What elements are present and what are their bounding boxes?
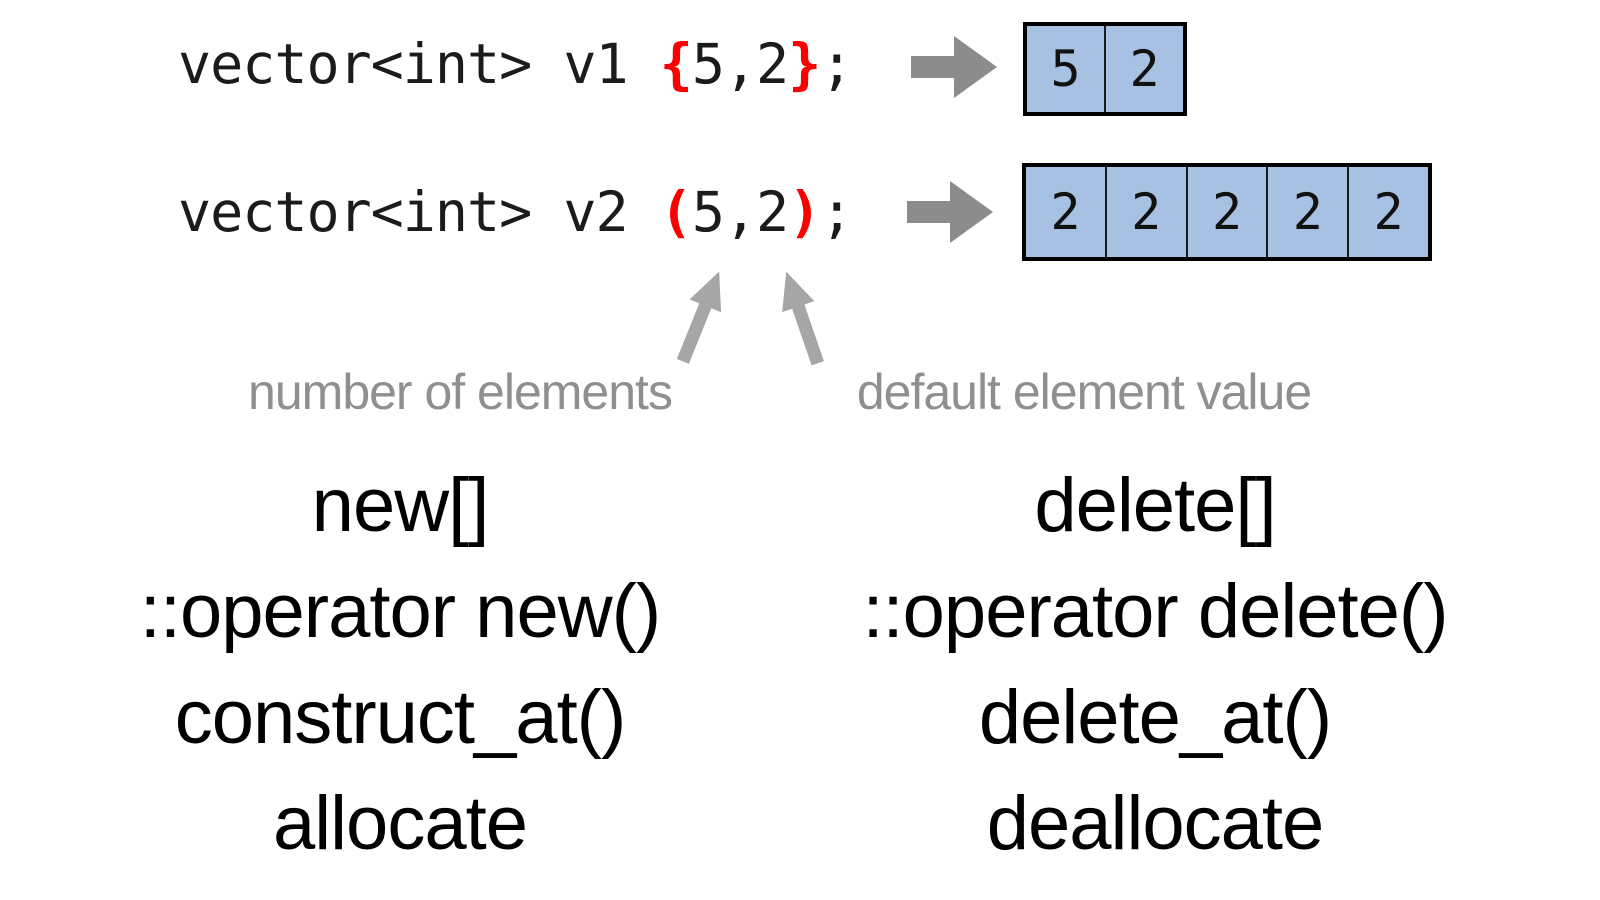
arrow-up-icon [667, 265, 735, 368]
term-operator-new: ::operator new() [139, 568, 661, 654]
arrow-right-icon [907, 181, 993, 243]
code-open-brace: { [659, 32, 693, 96]
vector-cell: 2 [1050, 183, 1081, 241]
arrow-up-icon [770, 266, 834, 369]
code-semicolon: ; [820, 32, 853, 96]
code-segment: vector<int> v2 [178, 180, 660, 244]
code-semicolon: ; [820, 180, 853, 244]
code-close-paren: ) [788, 180, 821, 244]
code-close-brace: } [788, 32, 821, 96]
vector-cell: 2 [1185, 167, 1267, 257]
term-delete-at: delete_at() [978, 674, 1332, 760]
code-open-paren: ( [659, 180, 693, 244]
vector-box-v2: 2 2 2 2 2 [1022, 163, 1432, 261]
code-line-v2: vector<int> v2 (5,2); [178, 172, 853, 252]
code-line-v1: vector<int> v1 {5,2}; [178, 24, 853, 104]
vector-cell: 2 [1266, 167, 1347, 257]
arrow-right-icon [911, 36, 997, 98]
allocation-terms-column: new[] ::operator new() construct_at() al… [40, 452, 760, 876]
annotation-number-of-elements: number of elements [248, 364, 673, 420]
term-construct-at: construct_at() [174, 674, 627, 760]
vector-box-v1: 5 2 [1023, 22, 1187, 116]
vector-cell: 2 [1104, 26, 1183, 112]
code-args: 5,2 [691, 32, 789, 96]
deallocation-terms-column: delete[] ::operator delete() delete_at()… [795, 452, 1515, 876]
vector-cell: 2 [1347, 167, 1428, 257]
term-deallocate: deallocate [986, 780, 1325, 866]
term-allocate: allocate [273, 780, 528, 866]
term-operator-delete: ::operator delete() [862, 568, 1448, 654]
term-new-array: new[] [311, 462, 490, 548]
term-delete-array: delete[] [1034, 462, 1276, 548]
vector-cell: 5 [1050, 40, 1081, 98]
vector-cell: 2 [1104, 167, 1186, 257]
code-segment: vector<int> v1 [178, 32, 660, 96]
annotation-default-element-value: default element value [856, 364, 1312, 420]
code-args: 5,2 [691, 180, 789, 244]
